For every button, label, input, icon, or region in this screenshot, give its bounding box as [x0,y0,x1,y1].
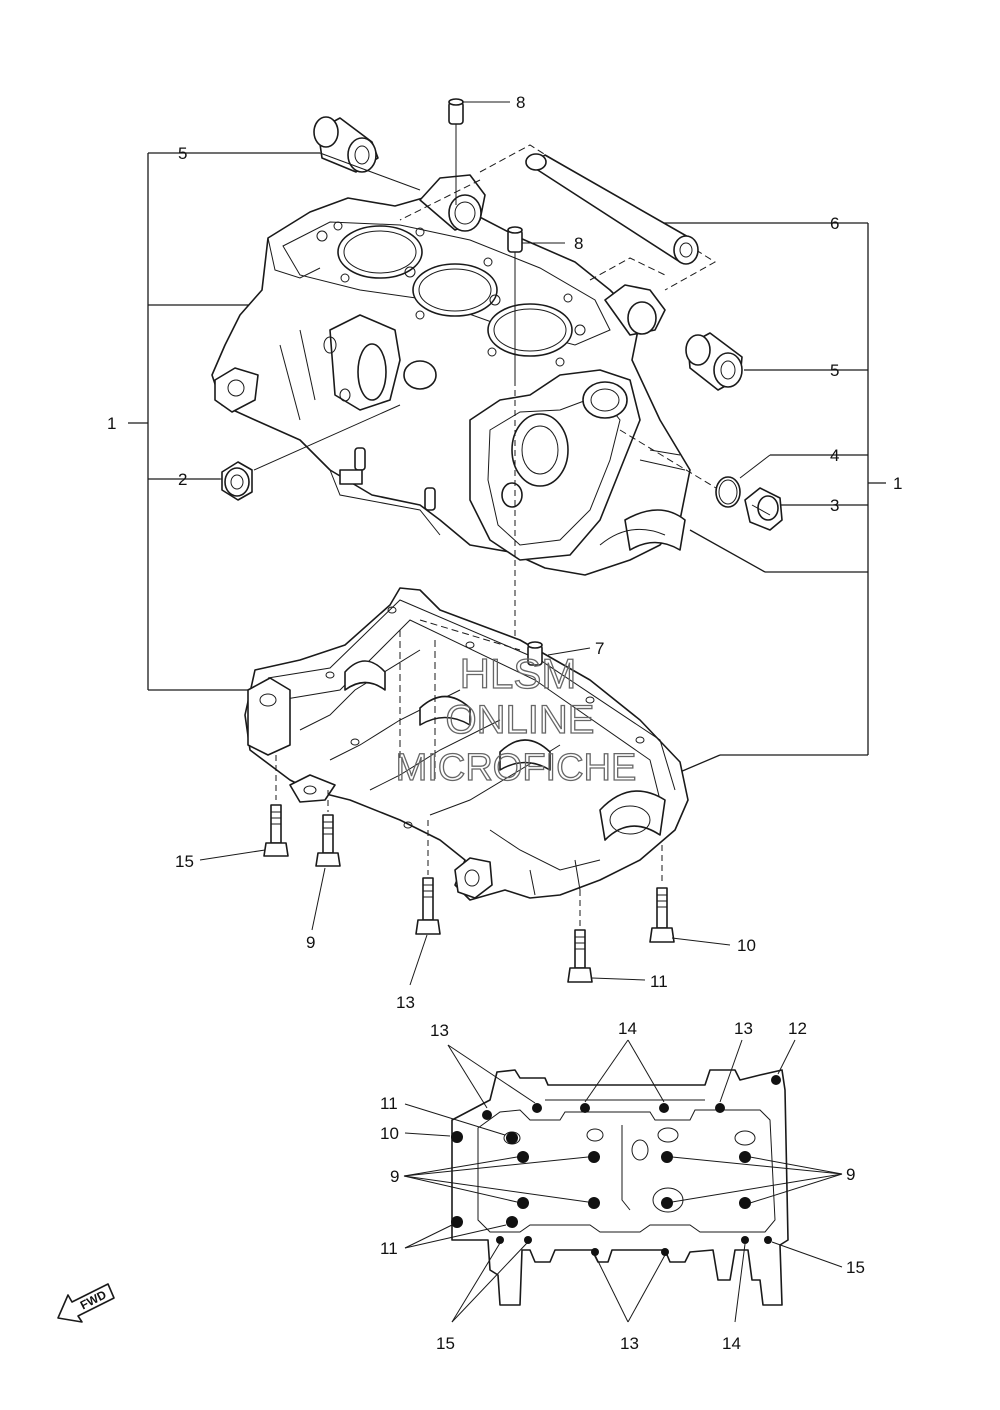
inset-bolt-dots [451,1075,781,1256]
inset-14-bottom: 14 [722,1334,741,1353]
bolt-9 [315,790,341,867]
bolt-11 [567,890,593,983]
callout-7: 7 [595,639,604,658]
callout-6: 6 [830,214,839,233]
inset-12: 12 [788,1019,807,1038]
inset-11-top: 11 [380,1094,398,1113]
callout-1-right: 1 [893,474,902,493]
callout-1-left: 1 [107,414,116,433]
watermark-line3: MICROFICHE [396,747,637,789]
inset-14-top: 14 [618,1019,637,1038]
plug-left [221,404,401,501]
callout-5-top: 5 [178,144,187,163]
callout-11: 11 [650,972,668,991]
lower-crankcase [244,587,689,901]
dowel-mid [507,226,523,650]
bolt-10 [649,845,675,943]
mount-shaft [399,144,716,291]
bushing-top [313,116,379,173]
upper-crankcase [211,174,691,576]
callout-15: 15 [175,852,194,871]
callout-numbers: 1 1 2 3 4 5 5 6 7 8 8 9 10 11 13 15 [107,93,902,1012]
bracket-right [660,222,886,773]
callout-9: 9 [306,933,315,952]
dowel-lower [527,641,543,666]
bolt-13 [415,820,441,935]
callout-10: 10 [737,936,756,955]
fwd-arrow-icon: FWD [57,1283,115,1323]
bushing-right [685,332,743,391]
inset-13-left: 13 [430,1021,449,1040]
inset-15-right: 15 [846,1258,865,1277]
inset-15-bottom: 15 [436,1334,455,1353]
inset-13-right: 13 [734,1019,753,1038]
inset-numbers: 13 14 13 12 11 10 9 9 11 15 15 13 14 [380,1019,865,1353]
inset-13-bottom: 13 [620,1334,639,1353]
inset-9-left: 9 [390,1167,399,1186]
watermark-line1: HLSM [460,650,577,697]
watermark-line2: ONLINE [446,698,595,742]
inset-leaders [403,1039,843,1323]
watermark: HLSM ONLINE MICROFICHE [395,649,637,789]
callout-13: 13 [396,993,415,1012]
callout-8-mid: 8 [574,234,583,253]
bolt-15 [263,755,289,857]
callout-8-top: 8 [516,93,525,112]
callout-5-right: 5 [830,361,839,380]
bolt-pattern-inset: 13 14 13 12 11 10 9 9 11 15 15 13 14 [380,1019,865,1353]
inset-9-right: 9 [846,1165,855,1184]
o-ring [619,429,741,508]
inset-10: 10 [380,1124,399,1143]
inset-11-bottom: 11 [380,1239,398,1258]
callout-3: 3 [830,496,839,515]
callout-2: 2 [178,470,187,489]
drain-plug [744,487,783,531]
leader-lines [199,101,771,986]
callout-4: 4 [830,446,839,465]
bracket-left [128,152,320,691]
